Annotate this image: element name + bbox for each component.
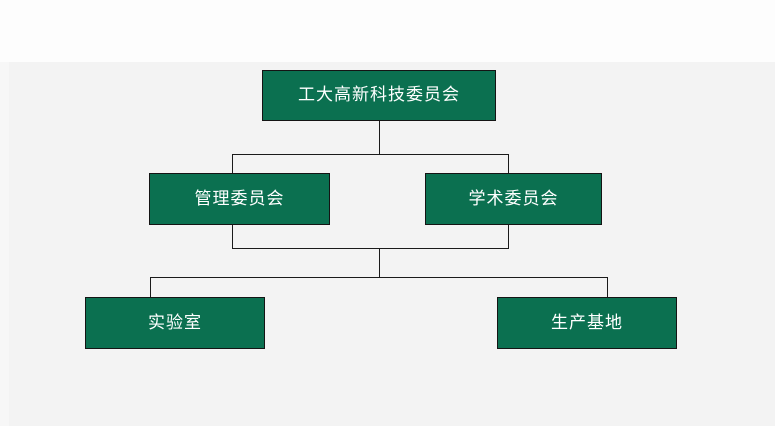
connector-to-mid-left — [232, 154, 233, 173]
connector-level2-bar — [232, 154, 508, 155]
connector-mid-left-down — [232, 225, 233, 248]
slide-background — [9, 62, 775, 426]
connector-to-leaf-left — [150, 277, 151, 298]
connector-mid-bridge — [232, 248, 509, 249]
connector-root-stem — [379, 121, 380, 155]
org-node-laboratory[interactable]: 实验室 — [85, 297, 265, 349]
connector-to-mid-right — [508, 154, 509, 173]
org-node-production-base[interactable]: 生产基地 — [497, 297, 677, 349]
slide-top-band — [0, 0, 775, 62]
connector-level3-bar — [150, 277, 607, 278]
org-node-root-label: 工大高新科技委员会 — [298, 85, 460, 105]
org-node-academic-committee[interactable]: 学术委员会 — [425, 173, 602, 225]
org-node-academic-committee-label: 学术委员会 — [468, 188, 559, 209]
slide-left-strip — [0, 62, 9, 426]
connector-to-leaf-right — [607, 277, 608, 298]
org-node-laboratory-label: 实验室 — [148, 312, 202, 333]
connector-mid-right-down — [508, 225, 509, 248]
org-node-management-committee[interactable]: 管理委员会 — [149, 173, 330, 225]
connector-mid-center-stem — [379, 248, 380, 278]
org-node-management-committee-label: 管理委员会 — [194, 188, 285, 209]
org-node-production-base-label: 生产基地 — [551, 312, 623, 333]
org-node-root[interactable]: 工大高新科技委员会 — [262, 70, 496, 121]
